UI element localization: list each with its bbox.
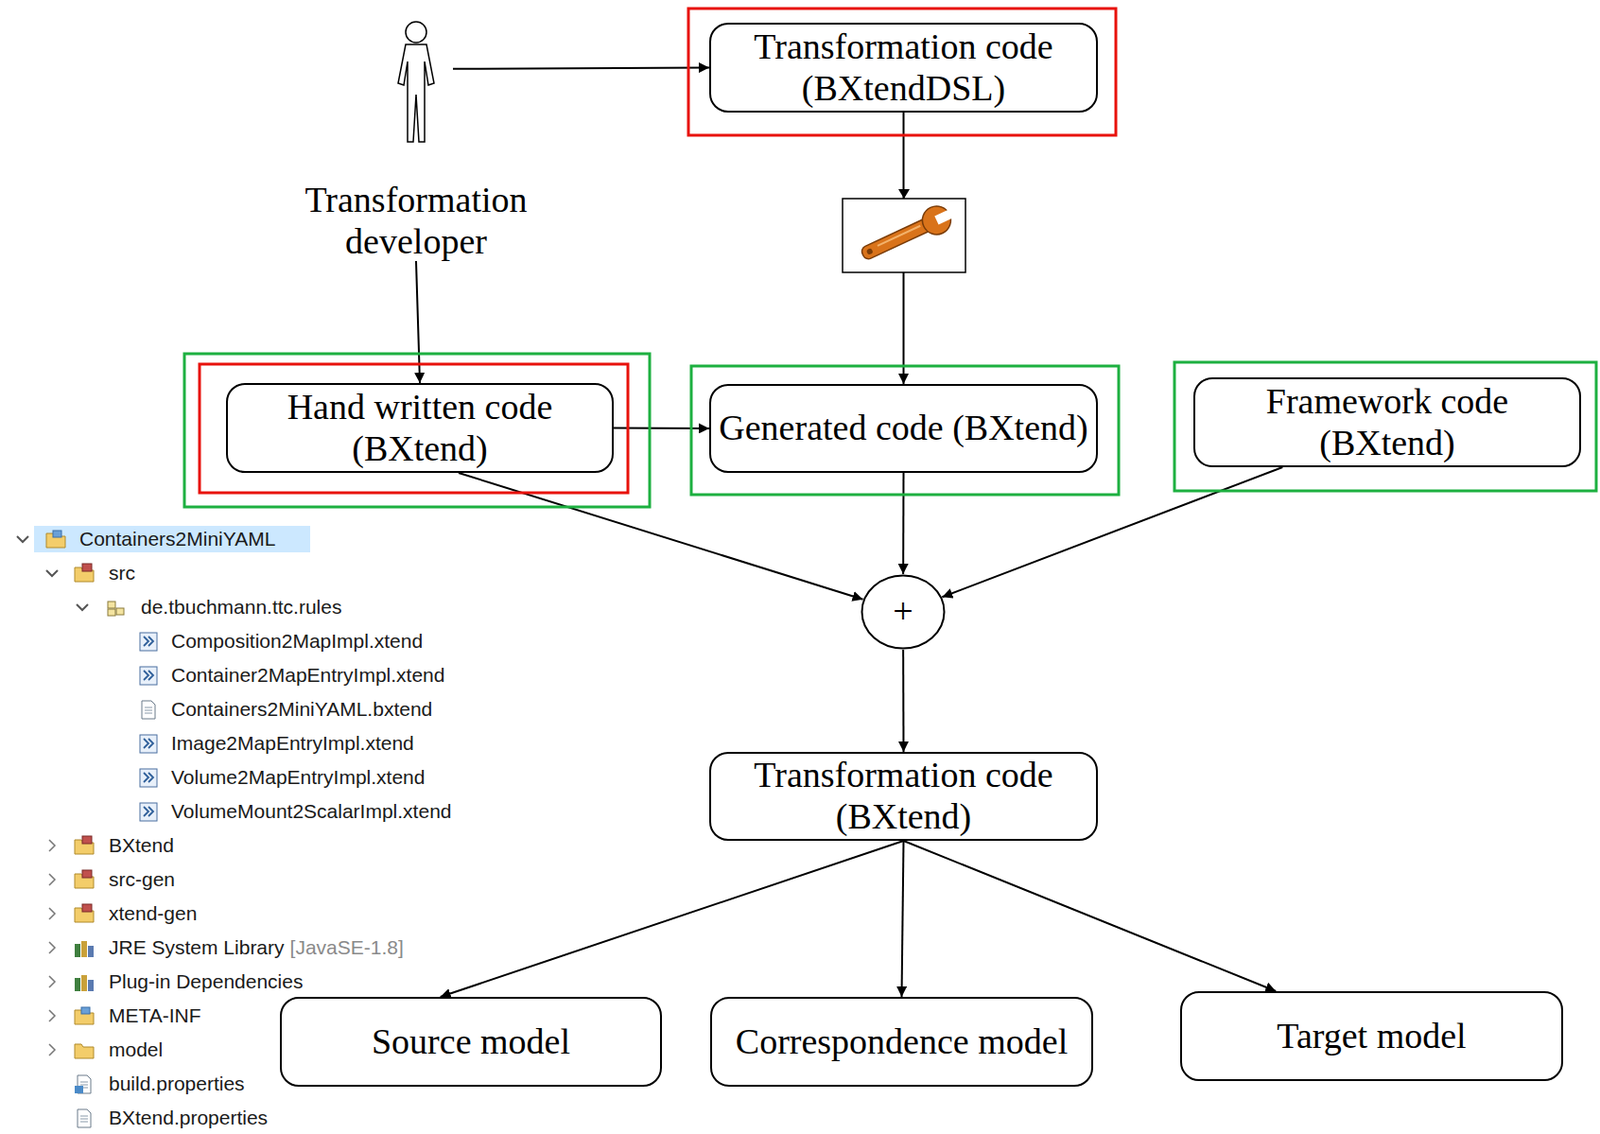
tree-chevron bbox=[17, 536, 29, 542]
tree-icon bbox=[77, 1109, 91, 1128]
tree-chevron bbox=[49, 907, 55, 920]
flow-arrow bbox=[902, 472, 905, 574]
flow-arrow bbox=[902, 649, 905, 752]
tree-icon bbox=[46, 530, 66, 548]
tree-icon bbox=[139, 666, 157, 685]
tree-item-label: JRE System Library bbox=[108, 935, 285, 960]
tree-icon bbox=[74, 835, 94, 854]
tree-icon bbox=[139, 802, 157, 821]
wrench-icon bbox=[842, 189, 966, 273]
node-label: Target model bbox=[1269, 1015, 1474, 1058]
tree-icon bbox=[107, 601, 124, 616]
tree-icon bbox=[139, 768, 157, 787]
tree-chevron bbox=[49, 941, 55, 954]
tree-icon bbox=[74, 940, 94, 957]
merge-circle: + bbox=[860, 573, 946, 650]
node-label: Transformation code (BXtendDSL) bbox=[711, 26, 1096, 109]
tree-chevron bbox=[49, 839, 55, 852]
tree-item-label: Volume2MapEntryImpl.xtend bbox=[171, 765, 425, 790]
process-box: Generated code (BXtend) bbox=[709, 383, 1098, 473]
tree-item-label: META-INF bbox=[108, 1003, 202, 1028]
process-box: Hand written code (BXtend) bbox=[226, 382, 614, 473]
tree-item-label: Plug-in Dependencies bbox=[108, 969, 303, 994]
tree-item-label: src bbox=[108, 560, 136, 586]
tree-chevron bbox=[46, 570, 58, 576]
tree-chevron bbox=[49, 975, 55, 988]
node-label: Generated code (BXtend) bbox=[711, 407, 1096, 450]
tree-icon bbox=[74, 1075, 91, 1094]
green-frame bbox=[1174, 362, 1597, 491]
tree-icon bbox=[74, 563, 94, 582]
tree-icon bbox=[74, 869, 94, 888]
model-box: Correspondence model bbox=[710, 996, 1094, 1087]
model-box: Source model bbox=[279, 996, 662, 1087]
person-figure bbox=[382, 18, 450, 144]
tree-item-label: VolumeMount2ScalarImpl.xtend bbox=[171, 799, 453, 824]
tree-icon bbox=[139, 632, 157, 651]
selection-highlight bbox=[34, 525, 311, 553]
tree-item-label: BXtend bbox=[108, 833, 174, 858]
process-box: Transformation code (BXtend) bbox=[709, 751, 1098, 841]
actor: Transformation developer bbox=[274, 18, 558, 256]
node-label: Framework code (BXtend) bbox=[1195, 381, 1580, 464]
flow-arrow bbox=[452, 68, 710, 70]
node-label: Hand written code (BXtend) bbox=[227, 386, 612, 470]
tree-chevron bbox=[49, 1043, 55, 1056]
tree-icon bbox=[74, 1007, 94, 1025]
tree-icon bbox=[74, 1043, 94, 1059]
flow-arrow bbox=[904, 840, 1277, 992]
red-frame bbox=[199, 364, 628, 493]
tree-item-label: Image2MapEntryImpl.xtend bbox=[171, 730, 415, 756]
tree-icon bbox=[139, 734, 157, 753]
tree-item-label: model bbox=[108, 1037, 163, 1062]
tree-item-label: xtend-gen bbox=[108, 901, 197, 926]
node-label: + bbox=[885, 591, 921, 633]
tree-item-label: Containers2MiniYAML.bxtend bbox=[171, 696, 433, 722]
tree-item-label: Containers2MiniYAML bbox=[79, 526, 276, 552]
tree-item-label: src-gen bbox=[108, 867, 175, 892]
flow-arrow bbox=[902, 840, 905, 997]
tree-item-label: build.properties bbox=[108, 1071, 245, 1096]
tree-chevron bbox=[49, 873, 55, 886]
flow-arrow bbox=[941, 467, 1283, 597]
red-frame bbox=[688, 8, 1116, 136]
tree-icon bbox=[74, 904, 94, 922]
node-label: Transformation code (BXtend) bbox=[711, 754, 1096, 837]
process-box: Transformation code (BXtendDSL) bbox=[709, 22, 1098, 113]
tree-item-label: [JavaSE-1.8] bbox=[290, 935, 404, 960]
actor-label: Transformation developer bbox=[274, 179, 558, 262]
flow-arrow bbox=[440, 840, 905, 997]
tree-item-label: Composition2MapImpl.xtend bbox=[171, 628, 423, 654]
model-box: Target model bbox=[1180, 991, 1564, 1081]
tree-item-label: Container2MapEntryImpl.xtend bbox=[171, 662, 445, 688]
tree-icon bbox=[74, 974, 94, 992]
tree-item-label: de.tbuchmann.ttc.rules bbox=[140, 594, 342, 620]
process-box: Framework code (BXtend) bbox=[1193, 377, 1582, 468]
tree-chevron bbox=[49, 1009, 55, 1022]
node-label: Source model bbox=[364, 1021, 578, 1063]
node-label: Correspondence model bbox=[728, 1021, 1076, 1063]
green-frame bbox=[691, 365, 1119, 495]
tree-item-label: BXtend.properties bbox=[108, 1105, 268, 1131]
tree-chevron bbox=[76, 604, 88, 610]
green-frame bbox=[184, 353, 650, 507]
tree-icon bbox=[141, 700, 156, 719]
